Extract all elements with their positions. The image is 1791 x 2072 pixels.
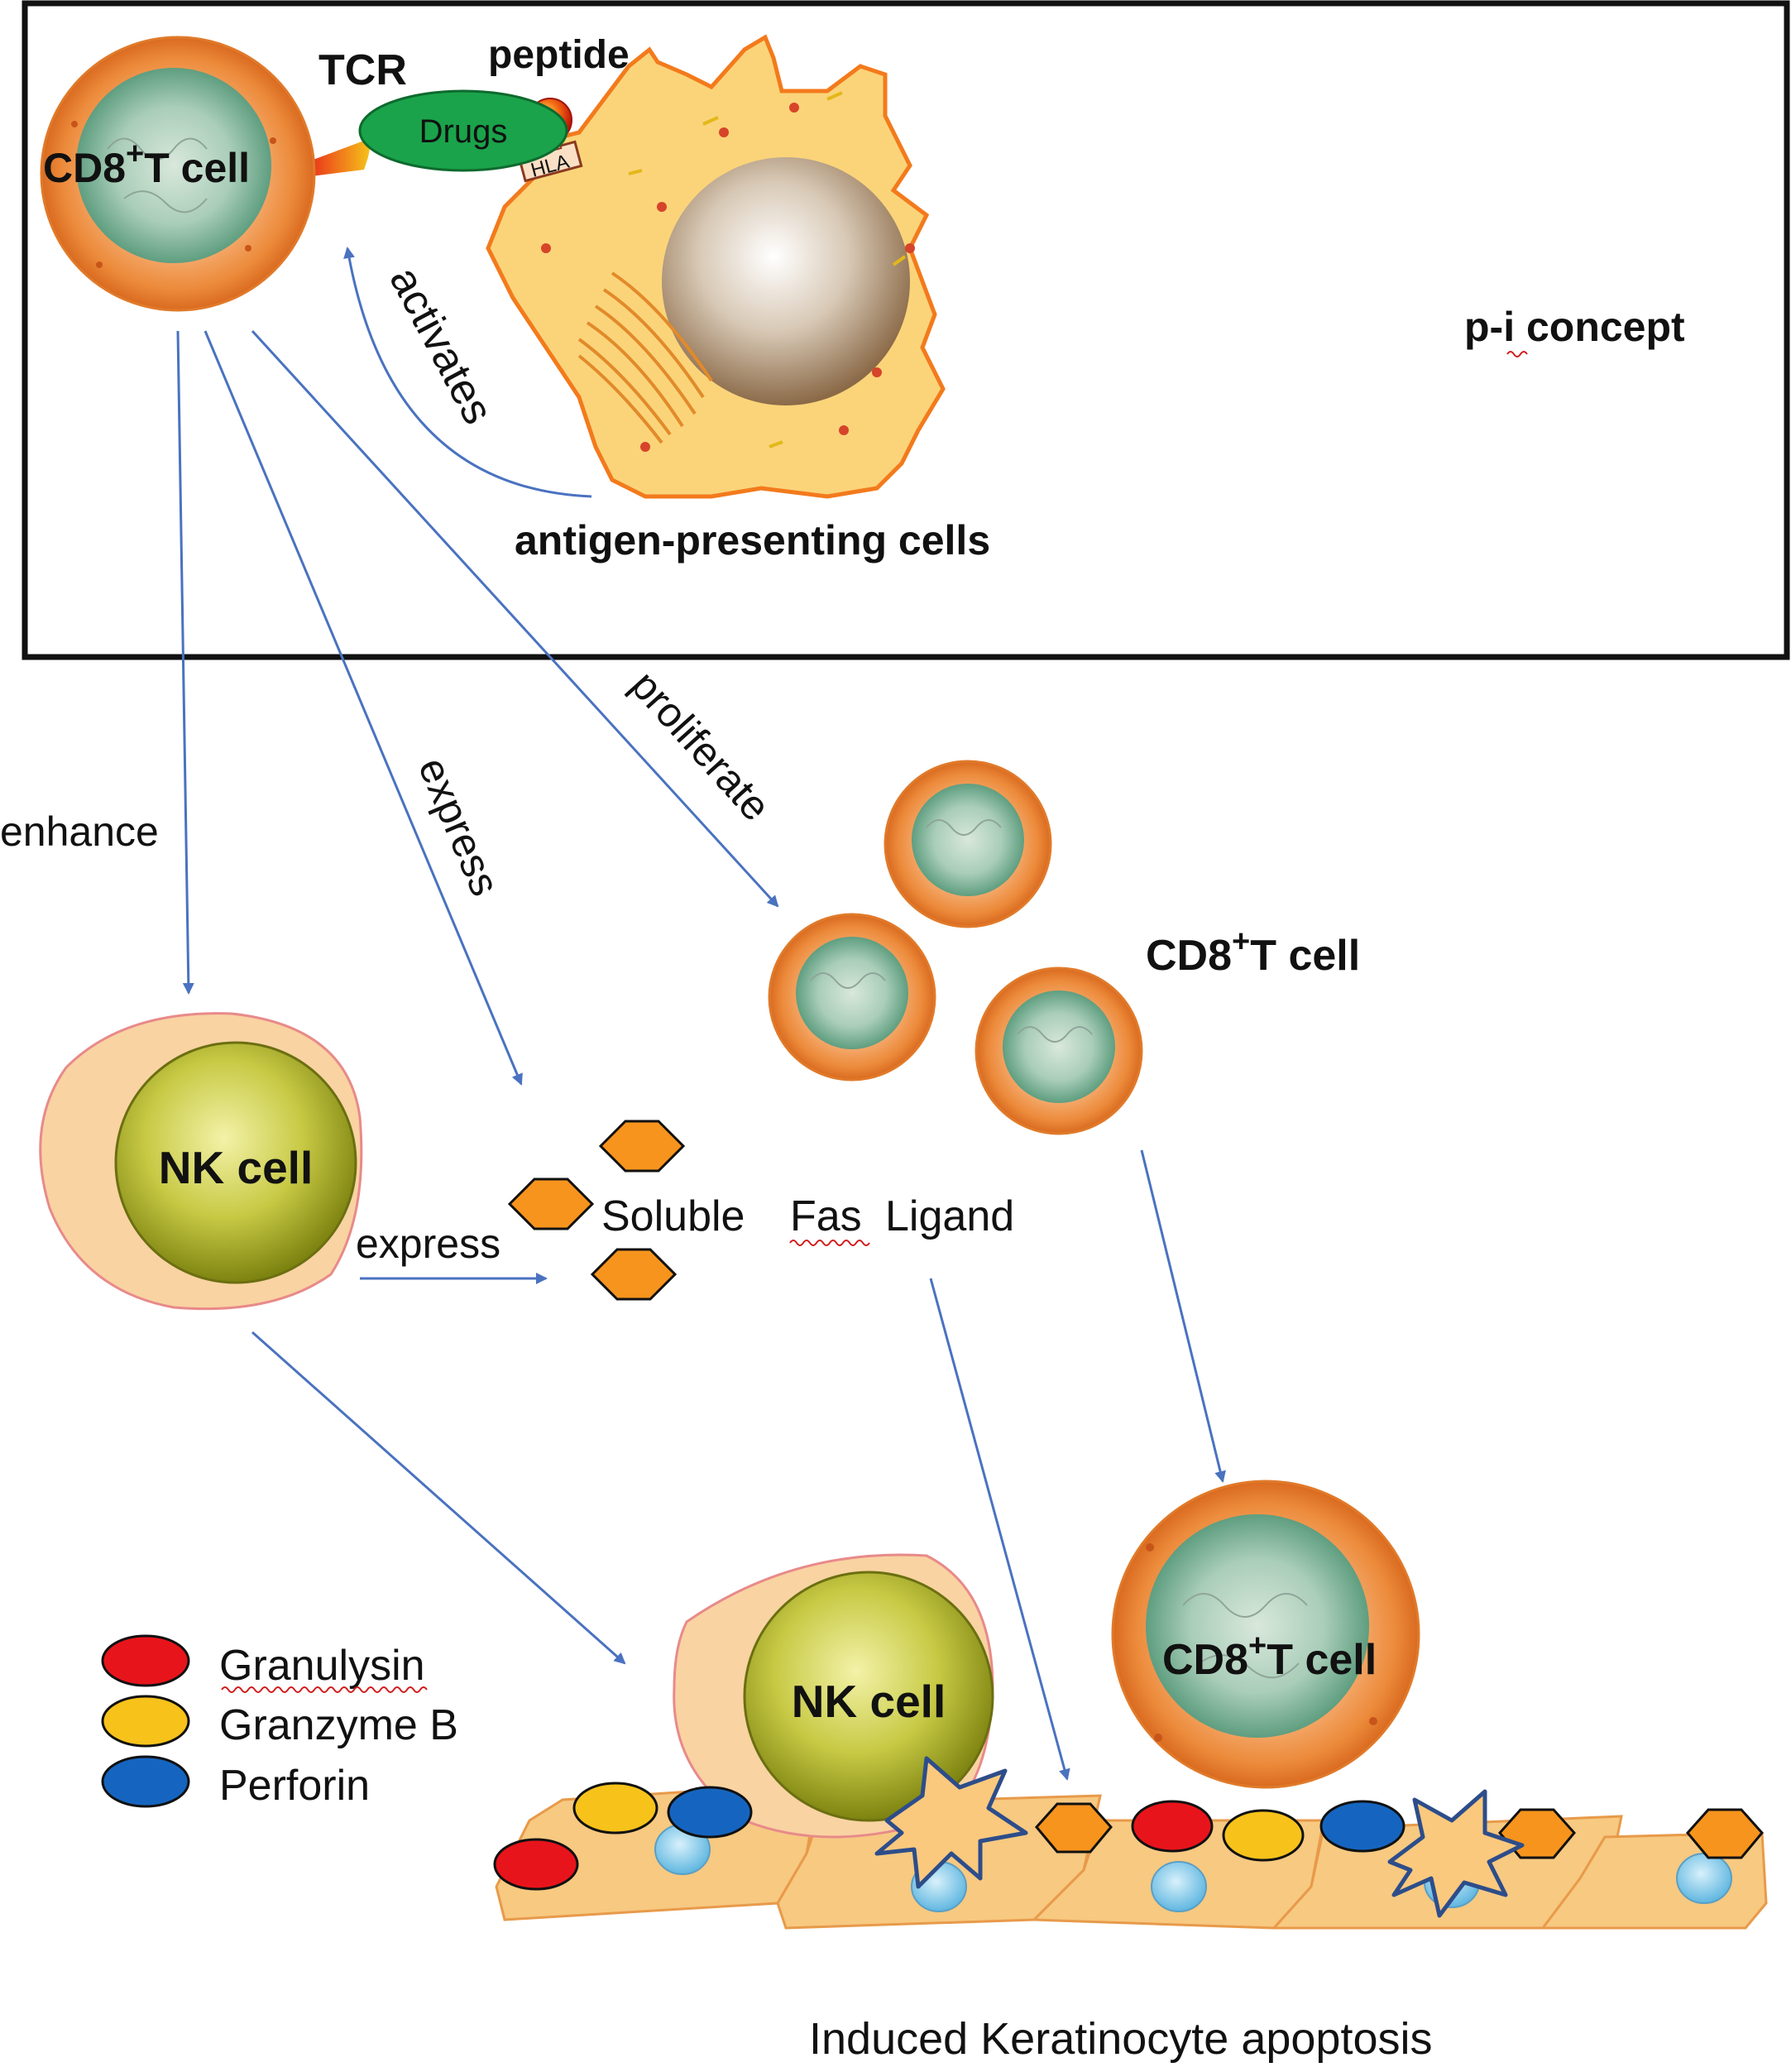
cd8-t-cell-bottom: CD8+T cell [1111,1480,1420,1789]
granules-on-keratinocytes [493,1782,1406,1891]
tcr-receptor [298,116,376,178]
p-i-concept-underline [1506,351,1528,357]
legend-swatch-granzyme-b [101,1695,190,1748]
fasl-hexagon [1686,1808,1764,1859]
cd8-label-prefix: CD8 [43,145,126,191]
granzyme-b-granule [1222,1809,1305,1862]
express-arrow [204,330,523,1086]
cd8-to-keratinocyte-arrow [1140,1149,1226,1483]
granulysin-granule [493,1838,579,1891]
fasl-hexagon [590,1248,678,1301]
peptide-label: peptide [488,33,630,77]
cd8-label-sup: + [126,137,144,171]
cd8-bottom-prefix: CD8 [1162,1636,1248,1684]
activates-arrow [343,247,592,498]
cd8-label-suffix: T cell [144,145,250,191]
nk-express-label: express [356,1221,500,1267]
legend-item-granzyme-b: Granzyme B [101,1695,458,1749]
legend-swatch-granulysin [101,1634,190,1687]
proliferate-arrow [251,329,779,908]
nk-label-middle: NK cell [159,1142,313,1193]
cd8-bottom-sup: + [1248,1628,1267,1663]
fas-underline [789,1240,870,1246]
legend: Granulysin Granzyme B Perforin [101,1634,458,1810]
legend-label-perforin: Perforin [219,1762,370,1810]
starburst [874,1756,1028,1889]
cd8-t-cell-top: CD8+T cell [40,36,316,312]
fasl-to-keratinocyte-arrow [929,1278,1070,1781]
legend-item-granulysin: Granulysin [101,1634,428,1693]
cd8-cluster-prefix: CD8 [1146,932,1232,980]
cd8-small-cell-3 [975,966,1143,1135]
ligand-label: Ligand [885,1192,1014,1240]
cd8-small-cell-1 [884,760,1052,928]
fasl-hexagon [507,1177,595,1230]
svg-text:CD8+T cell: CD8+T cell [1146,924,1360,980]
legend-swatch-perforin [101,1755,190,1808]
apc-label: antigen-presenting cells [515,517,990,564]
express-label: express [409,751,509,902]
cd8-cluster-sup: + [1232,924,1250,959]
granulysin-granule [1131,1800,1214,1853]
cd8-bottom-suffix: T cell [1267,1636,1377,1684]
fasl-on-keratinocytes [1035,1802,1764,1859]
enhance-arrow [176,330,194,995]
perforin-granule [1319,1800,1406,1853]
starburst [1387,1789,1525,1918]
nk-cell-middle: NK cell [39,1012,363,1311]
proliferate-label: proliferate [622,662,779,830]
p-i-concept-frame [22,0,1790,660]
tcr-label: TCR [318,46,407,94]
cd8-small-cell-2 [768,913,936,1082]
antigen-presenting-cell [486,34,946,499]
enhance-label: enhance [0,808,159,855]
soluble-label: Soluble [601,1192,745,1240]
perforin-granule [667,1786,753,1839]
drugs-label: Drugs [419,113,508,150]
soluble-fas-ligand-hexagons [507,1120,686,1301]
fasl-hexagon [598,1120,686,1173]
legend-label-granulysin: Granulysin [219,1642,425,1690]
keratinocyte-nucleus [1151,1861,1207,1912]
fasl-hexagon [1035,1802,1113,1854]
cd8-t-cell-cluster [768,760,1143,1135]
p-i-concept-title: p-i concept [1464,304,1685,350]
fas-label: Fas [790,1192,862,1240]
legend-label-granzyme-b: Granzyme B [219,1701,458,1749]
granzyme-b-granule [572,1782,658,1835]
apoptosis-starbursts [874,1756,1525,1918]
activates-label: activates [380,259,502,431]
svg-text:CD8+T cell: CD8+T cell [43,137,250,191]
nk-to-keratinocyte-arrow [251,1331,626,1665]
granulysin-underline [221,1686,428,1693]
nk-cell-bottom: NK cell [673,1553,994,1839]
legend-item-perforin: Perforin [101,1755,370,1810]
nk-label-bottom: NK cell [792,1676,946,1727]
apoptosis-caption: Induced Keratinocyte apoptosis [809,2014,1433,2064]
keratinocyte-nucleus [1676,1853,1732,1904]
cd8-cluster-suffix: T cell [1250,932,1360,980]
drugs-ellipse: Drugs [358,89,568,172]
svg-text:CD8+T cell: CD8+T cell [1162,1628,1377,1684]
